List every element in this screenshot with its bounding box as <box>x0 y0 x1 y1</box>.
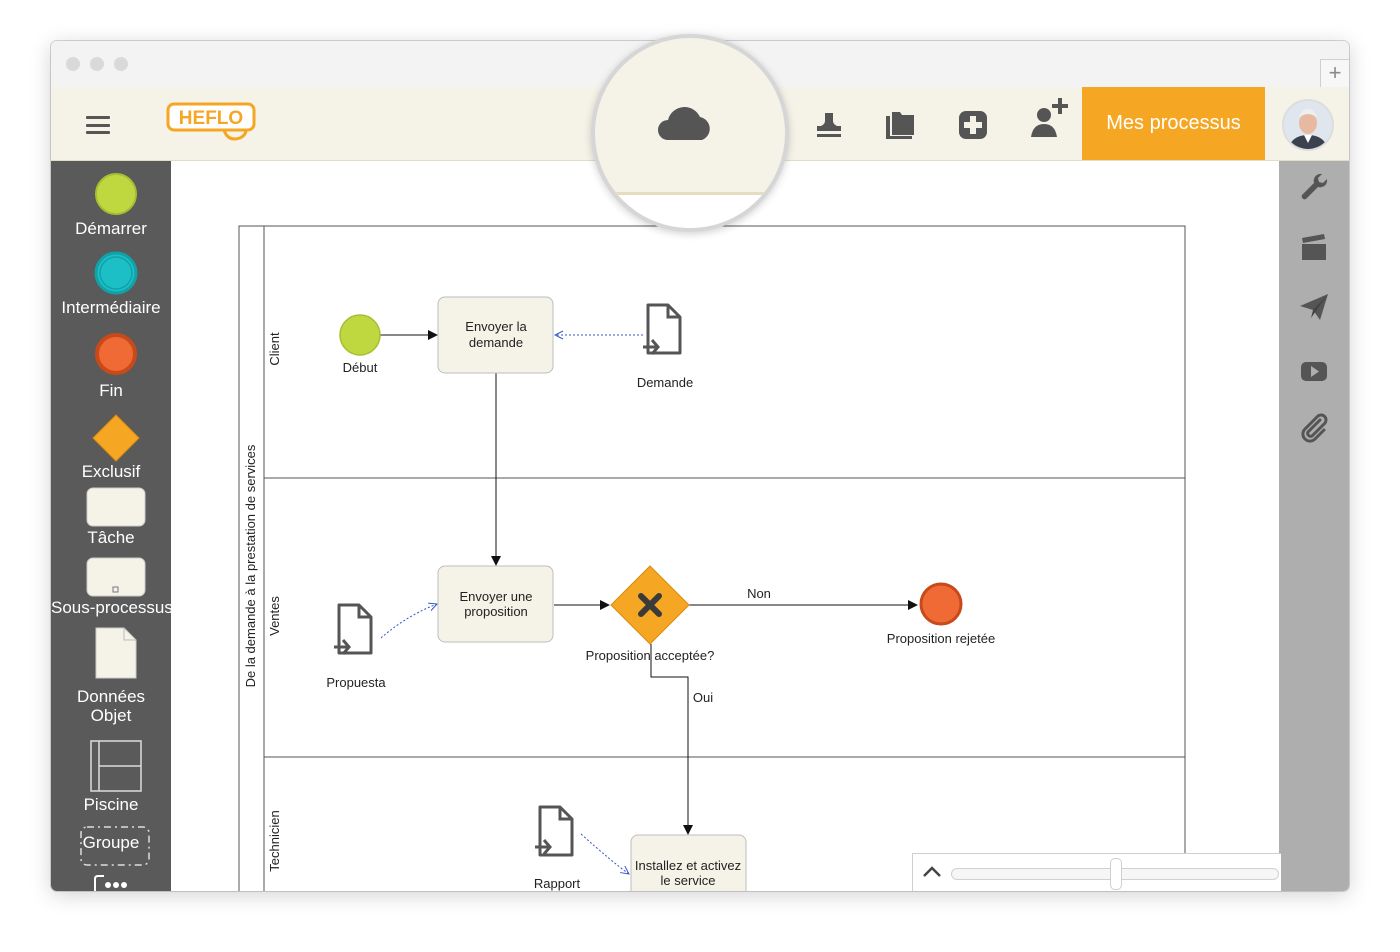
zoom-control <box>912 853 1281 891</box>
user-avatar[interactable] <box>1282 99 1334 151</box>
flow-yes-label: Oui <box>693 690 713 705</box>
task-send-proposal[interactable]: Envoyer une proposition <box>437 565 554 643</box>
start-event-icon <box>95 173 137 215</box>
end-event-label: Fin <box>99 381 123 400</box>
lane-sales[interactable]: Ventes <box>264 596 1185 758</box>
end-event-icon <box>95 333 137 375</box>
lane-client-label: Client <box>267 332 282 366</box>
play-icon[interactable] <box>1298 355 1330 387</box>
add-user-icon[interactable] <box>1029 97 1069 139</box>
cloud-icon[interactable] <box>656 102 714 142</box>
sequence-flows <box>380 330 918 835</box>
exclusive-gateway-icon <box>92 414 140 462</box>
lane-technician[interactable]: Technicien <box>267 810 282 871</box>
start-event-label: Démarrer <box>75 219 147 238</box>
group-label: Groupe <box>82 833 140 852</box>
add-icon[interactable] <box>955 107 991 143</box>
task-icon <box>86 487 146 527</box>
clapperboard-icon[interactable] <box>1298 231 1330 263</box>
data-object-request[interactable]: Demande <box>637 303 693 390</box>
task-install-line1: Installez et activez <box>635 858 741 873</box>
right-toolbar <box>1279 161 1349 891</box>
lane-technician-label: Technicien <box>267 810 282 871</box>
diagram-canvas[interactable]: De la demande à la prestation de service… <box>171 161 1279 891</box>
pool-label: Piscine <box>83 795 139 814</box>
end-event[interactable]: Proposition rejetée <box>887 582 995 646</box>
task-send-request-line1: Envoyer la <box>465 319 527 334</box>
flow-gateway-yes[interactable] <box>650 644 693 835</box>
data-object-report[interactable]: Rapport <box>534 805 581 891</box>
new-tab-button[interactable]: + <box>1320 59 1349 88</box>
pool[interactable]: De la demande à la prestation de service… <box>238 225 1186 891</box>
intermediate-event-label: Intermédiaire <box>61 298 161 317</box>
heflo-logo[interactable]: HEFLO <box>166 102 256 144</box>
lane-sales-label: Ventes <box>267 596 282 636</box>
data-object-report-name: Rapport <box>534 876 581 891</box>
window-maximize-dot[interactable] <box>114 57 128 71</box>
pool-icon <box>90 740 142 792</box>
data-object-proposal[interactable]: Propuesta <box>326 603 386 690</box>
data-object-proposal-name: Propuesta <box>326 675 386 690</box>
wrench-icon[interactable] <box>1298 171 1330 203</box>
group-icon <box>80 826 150 866</box>
task-send-proposal-line1: Envoyer une <box>460 589 533 604</box>
data-object-icon <box>95 627 137 679</box>
folder-icon[interactable] <box>882 107 918 143</box>
window-minimize-dot[interactable] <box>90 57 104 71</box>
gateway-name: Proposition acceptée? <box>586 648 715 663</box>
exclusive-gateway[interactable]: Proposition acceptée? <box>586 565 715 663</box>
logo-text: HEFLO <box>179 108 243 129</box>
lane-client[interactable]: Client <box>264 332 1185 479</box>
paperclip-icon[interactable] <box>1298 411 1330 443</box>
task-send-request[interactable]: Envoyer la demande <box>437 296 554 374</box>
task-install[interactable]: Installez et activez le service <box>630 834 747 891</box>
task-label: Tâche <box>87 528 135 547</box>
association-proposal[interactable] <box>380 604 437 639</box>
chevron-up-icon[interactable] <box>921 862 943 882</box>
paper-plane-icon[interactable] <box>1298 291 1330 323</box>
zoom-slider-handle[interactable] <box>1110 858 1122 890</box>
start-event[interactable]: Début <box>339 314 381 375</box>
menu-icon[interactable] <box>86 116 110 134</box>
data-object-label: Données Objet <box>76 687 146 725</box>
bpmn-diagram: De la demande à la prestation de service… <box>238 225 1186 891</box>
my-processes-button[interactable]: Mes processus <box>1082 87 1265 160</box>
intermediate-event-icon <box>94 251 138 295</box>
sub-process-label: Sous-processus <box>51 598 173 617</box>
task-install-line2: le service <box>661 873 716 888</box>
shape-palette: Démarrer Intermédiaire Fin Exclusif Tâch… <box>51 161 173 891</box>
task-send-proposal-line2: proposition <box>464 604 528 619</box>
flow-no-label: Non <box>747 586 771 601</box>
data-associations <box>380 335 643 874</box>
magnifier-callout <box>591 34 789 232</box>
user-portrait-icon <box>1284 101 1332 149</box>
exclusive-gateway-label: Exclusif <box>81 462 141 481</box>
start-event-name: Début <box>343 360 378 375</box>
more-tools-icon[interactable] <box>91 873 131 891</box>
pool-name: De la demande à la prestation de service… <box>243 444 258 687</box>
data-object-request-name: Demande <box>637 375 693 390</box>
stamp-icon[interactable] <box>811 107 847 143</box>
sub-process-icon <box>86 557 146 597</box>
end-event-name: Proposition rejetée <box>887 631 995 646</box>
task-send-request-line2: demande <box>469 335 523 350</box>
window-close-dot[interactable] <box>66 57 80 71</box>
